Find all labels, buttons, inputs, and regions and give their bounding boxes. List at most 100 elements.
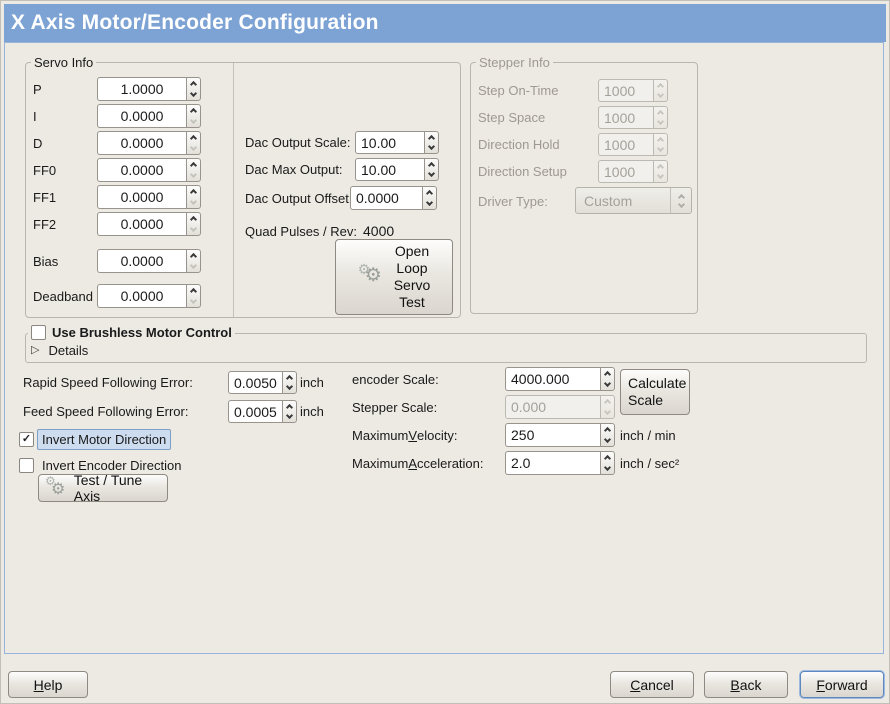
spin-up-icon (601, 396, 614, 407)
direction-hold-spinbox: 1000 (598, 133, 668, 156)
maximum-acceleration-input[interactable]: 2.0 (505, 451, 600, 475)
spin-up-icon[interactable] (283, 372, 296, 383)
spin-up-icon[interactable] (187, 132, 200, 143)
spin-up-icon (654, 161, 667, 172)
stepper-scale-input: 0.000 (505, 395, 600, 419)
dac-output-offset-spinbox: 0.0000 (350, 186, 437, 210)
i-spinbox: 0.0000 (97, 104, 201, 128)
direction-hold-input: 1000 (598, 133, 653, 156)
deadband-input[interactable]: 0.0000 (97, 284, 186, 308)
use-brushless-checkbox[interactable] (31, 325, 46, 340)
ff0-spinbox: 0.0000 (97, 158, 201, 182)
spin-up-icon[interactable] (187, 285, 200, 296)
spin-up-icon[interactable] (187, 105, 200, 116)
spin-up-icon (654, 134, 667, 145)
title-bar: X Axis Motor/Encoder Configuration (4, 4, 886, 42)
spin-down-icon[interactable] (187, 89, 200, 100)
ff2-input[interactable]: 0.0000 (97, 212, 186, 236)
spin-up-icon[interactable] (187, 78, 200, 89)
maximum-velocity-unit: inch / min (620, 427, 676, 443)
stepper-info-group (470, 62, 698, 314)
spin-down-icon (187, 224, 200, 235)
spin-down-icon[interactable] (601, 463, 614, 474)
spin-up-icon[interactable] (187, 213, 200, 224)
direction-hold-label: Direction Hold (478, 137, 560, 152)
driver-type-value: Custom (584, 192, 633, 209)
spin-down-icon (654, 91, 667, 102)
encoder-scale-label: encoder Scale: (352, 371, 439, 387)
step-space-spinbox: 1000 (598, 106, 668, 129)
spin-up-icon[interactable] (601, 368, 614, 379)
gears-icon: ⚙ ⚙ (45, 474, 66, 498)
invert-motor-label: Invert Motor Direction (42, 432, 167, 447)
ff0-input[interactable]: 0.0000 (97, 158, 186, 182)
spin-down-icon[interactable] (601, 379, 614, 390)
spin-up-icon[interactable] (187, 250, 200, 261)
spin-down-icon (187, 116, 200, 127)
driver-type-select: Custom (575, 187, 692, 214)
spin-up-icon[interactable] (425, 132, 438, 143)
d-input[interactable]: 0.0000 (97, 131, 186, 155)
spin-down-icon[interactable] (283, 412, 296, 423)
spin-up-icon[interactable] (423, 187, 436, 198)
spin-down-icon (654, 145, 667, 156)
spin-down-icon[interactable] (283, 383, 296, 394)
open-loop-servo-test-button[interactable]: ⚙ ⚙ Open Loop Servo Test (335, 239, 453, 315)
test-tune-axis-button[interactable]: ⚙ ⚙ Test / Tune Axis (38, 472, 168, 504)
brushless-frame (25, 333, 867, 363)
maximum-velocity-input[interactable]: 250 (505, 423, 600, 447)
spin-down-icon[interactable] (601, 435, 614, 446)
maximum-velocity-spinbox: 250 (505, 423, 615, 447)
invert-motor-checkbox[interactable]: ✓ (19, 432, 34, 447)
rapid-following-error-input[interactable]: 0.0050 (228, 371, 282, 394)
details-expander[interactable]: ▷ Details (31, 342, 88, 359)
spin-up-icon[interactable] (283, 401, 296, 412)
calculate-scale-label: Calculate Scale (628, 375, 687, 408)
maximum-acceleration-unit: inch / sec² (620, 455, 680, 471)
spin-down-icon[interactable] (425, 143, 438, 154)
spin-down-icon[interactable] (423, 198, 436, 209)
content-area (4, 42, 884, 654)
rapid-following-error-unit: inch (300, 375, 324, 390)
i-input[interactable]: 0.0000 (97, 104, 186, 128)
servo-info-group (25, 62, 461, 318)
deadband-spinbox: 0.0000 (97, 284, 201, 308)
feed-following-error-input[interactable]: 0.0005 (228, 400, 282, 423)
encoder-scale-spinbox: 4000.000 (505, 367, 615, 391)
stepper-info-title: Stepper Info (476, 55, 553, 70)
invert-encoder-label[interactable]: Invert Encoder Direction (42, 457, 182, 473)
page-title: X Axis Motor/Encoder Configuration (11, 11, 379, 34)
open-loop-button-label: Open Loop Servo Test (393, 243, 431, 310)
p-spinbox: 1.0000 (97, 77, 201, 101)
stepper-scale-spinbox: 0.000 (505, 395, 615, 419)
dac-output-scale-input[interactable]: 10.00 (355, 131, 424, 154)
calculate-scale-button[interactable]: Calculate Scale (620, 369, 690, 415)
spin-up-icon[interactable] (187, 159, 200, 170)
spin-down-icon (187, 143, 200, 154)
dac-max-output-input[interactable]: 10.00 (355, 158, 424, 181)
ff1-input[interactable]: 0.0000 (97, 185, 186, 209)
encoder-scale-input[interactable]: 4000.000 (505, 367, 600, 391)
p-input[interactable]: 1.0000 (97, 77, 186, 101)
rapid-following-error-spinbox: 0.0050 (228, 371, 297, 394)
invert-encoder-checkbox[interactable] (19, 458, 34, 473)
spin-up-icon[interactable] (425, 159, 438, 170)
spin-down-icon (654, 172, 667, 183)
d-label: D (33, 135, 43, 151)
dac-output-offset-input[interactable]: 0.0000 (350, 186, 422, 210)
spin-up-icon[interactable] (601, 424, 614, 435)
bias-input[interactable]: 0.0000 (97, 249, 186, 273)
rapid-following-error-label: Rapid Speed Following Error: (23, 375, 193, 390)
spin-up-icon[interactable] (601, 452, 614, 463)
spin-down-icon[interactable] (425, 170, 438, 181)
feed-following-error-spinbox: 0.0005 (228, 400, 297, 423)
invert-motor-label-highlight[interactable]: Invert Motor Direction (37, 429, 172, 450)
brushless-legend: Use Brushless Motor Control (28, 325, 235, 340)
spin-up-icon[interactable] (187, 186, 200, 197)
